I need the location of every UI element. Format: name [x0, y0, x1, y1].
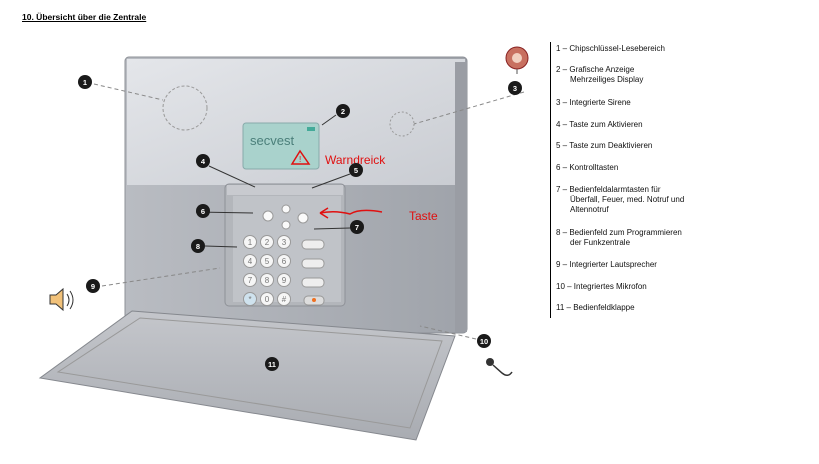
- warning-triangle-icon: [290, 149, 311, 165]
- keypad-key-label: *: [248, 295, 251, 304]
- keypad-key[interactable]: [260, 292, 274, 306]
- callout-marker: [508, 81, 522, 95]
- callout-number: 11: [268, 360, 276, 369]
- callout-number: 4: [201, 157, 206, 166]
- callout-marker: [265, 357, 279, 371]
- keypad-key[interactable]: [277, 273, 291, 287]
- control-button[interactable]: [262, 210, 274, 222]
- callout-number: 6: [201, 207, 205, 216]
- siren-icon: [505, 46, 529, 74]
- keypad-key-label: 3: [282, 238, 287, 247]
- callout-marker: [349, 163, 363, 177]
- keypad-key[interactable]: [277, 254, 291, 268]
- legend-item: 10 – Integriertes Mikrofon: [556, 282, 647, 291]
- legend-item: 1 – Chipschlüssel-Lesebereich: [556, 44, 665, 53]
- keypad-key-label: 4: [248, 257, 253, 266]
- speaker-icon: [49, 287, 74, 312]
- keypad-key-label: 1: [248, 238, 253, 247]
- callout-number: 1: [83, 78, 87, 87]
- callout-number: 7: [355, 223, 359, 232]
- legend-item: 3 – Integrierte Sirene: [556, 98, 631, 107]
- legend-item: 9 – Integrierter Lautsprecher: [556, 260, 657, 269]
- down-button[interactable]: [281, 220, 291, 230]
- keypad-key-label: 0: [265, 295, 270, 304]
- annotation-warning-label: Warndreick: [325, 153, 386, 167]
- callout-marker: [477, 334, 491, 348]
- keypad-key[interactable]: [260, 254, 274, 268]
- callout-marker: [336, 104, 350, 118]
- display: secvest: [242, 122, 320, 170]
- keypad-key-label: #: [282, 295, 287, 304]
- keypad-flap: [38, 310, 456, 441]
- up-button[interactable]: [281, 204, 291, 214]
- legend-item: 5 – Taste zum Deaktivieren: [556, 141, 653, 150]
- keypad-key-label: 6: [282, 257, 287, 266]
- callout-number: 8: [196, 242, 200, 251]
- callout-number: 10: [480, 337, 488, 346]
- callout-number: 3: [513, 84, 517, 93]
- alarm-key-pair[interactable]: [301, 239, 325, 250]
- keypad-key[interactable]: [243, 273, 257, 287]
- svg-text:!: !: [299, 155, 301, 164]
- keypad-key[interactable]: [260, 235, 274, 249]
- legend-item: 6 – Kontrolltasten: [556, 163, 619, 172]
- microphone-icon: [486, 358, 513, 376]
- keypad-key[interactable]: [260, 273, 274, 287]
- alarm-key-pair[interactable]: [301, 258, 325, 269]
- keypad-key-label: 7: [248, 276, 253, 285]
- keypad-key[interactable]: [277, 292, 291, 306]
- annotation-button-label: Taste: [409, 209, 438, 223]
- callout-number: 2: [341, 107, 345, 116]
- keypad-key-label: 8: [265, 276, 270, 285]
- keypad-key-label: 2: [265, 238, 270, 247]
- keypad-key[interactable]: [243, 292, 257, 306]
- alarm-button[interactable]: [297, 212, 309, 224]
- display-brand: secvest: [250, 133, 294, 148]
- callout-marker: [196, 154, 210, 168]
- legend-item: 4 – Taste zum Aktivieren: [556, 120, 643, 129]
- callout-number: 5: [354, 166, 358, 175]
- legend-item: 11 – Bedienfeldklappe: [556, 303, 635, 312]
- annotation-arrow: [319, 207, 383, 219]
- keypad-key-label: 5: [265, 257, 270, 266]
- callout-marker: [86, 279, 100, 293]
- alarm-key-pair[interactable]: [301, 277, 325, 288]
- keypad-key[interactable]: [277, 235, 291, 249]
- keypad-key[interactable]: [243, 235, 257, 249]
- keypad-key-label: 9: [282, 276, 287, 285]
- legend-list: 1 – Chipschlüssel-Lesebereich 2 – Grafis…: [550, 42, 684, 318]
- callout-marker: [191, 239, 205, 253]
- keypad-key[interactable]: [243, 254, 257, 268]
- callout-number: 9: [91, 282, 95, 291]
- chip-reader-area: [162, 85, 208, 131]
- section-heading: 10. Übersicht über die Zentrale: [22, 12, 147, 22]
- callout-marker: [196, 204, 210, 218]
- callout-marker: [78, 75, 92, 89]
- callout-marker: [350, 220, 364, 234]
